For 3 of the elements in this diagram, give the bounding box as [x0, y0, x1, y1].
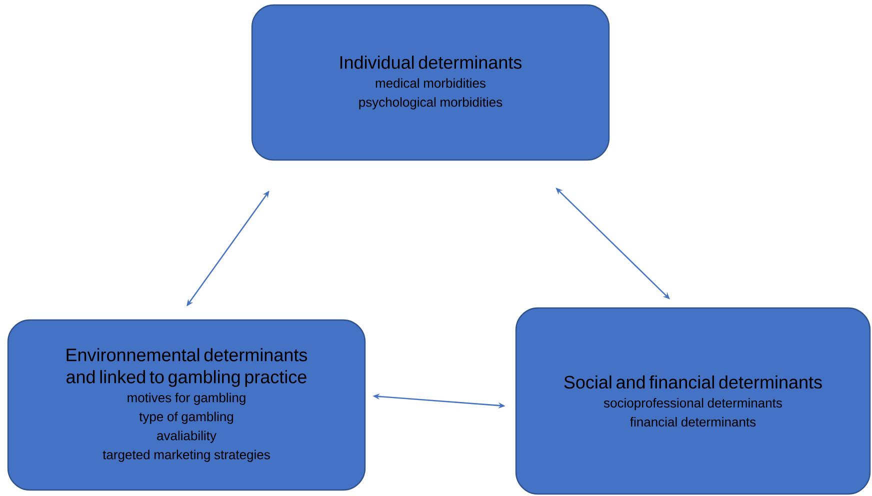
rounded-box: Individual determinants medical morbidities psychological morbidities: [251, 4, 610, 161]
rounded-box: Environnemental determinants and linked to gambling practice motives for gambling type of gambling avaliability targeted marketing strategies: [7, 319, 366, 491]
rounded-box: Social and financial determinants socioprofessional determinants financial determinants: [515, 307, 871, 495]
